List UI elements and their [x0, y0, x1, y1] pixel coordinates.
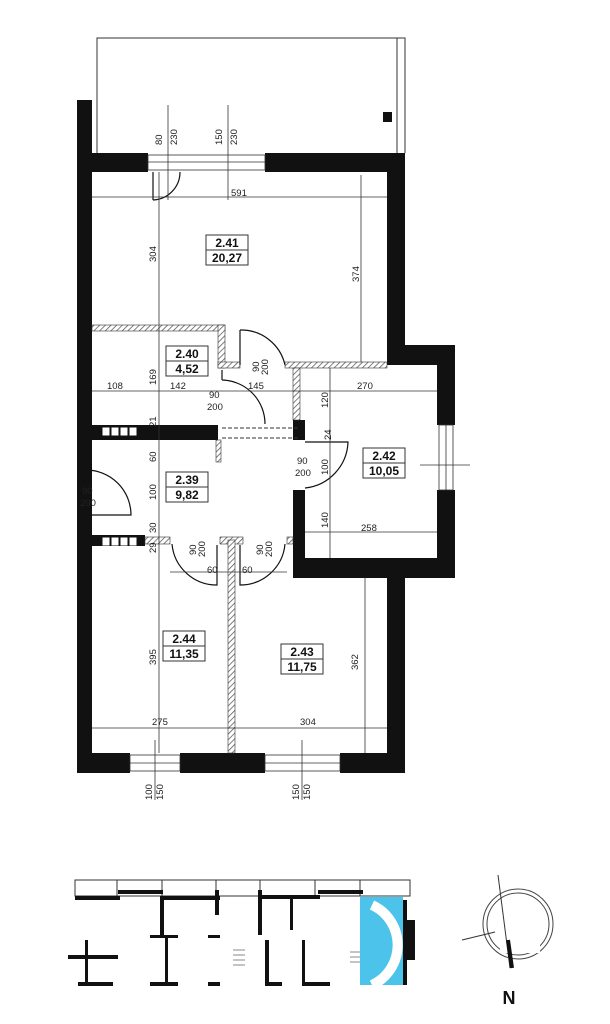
dim-text: 90 — [82, 486, 93, 497]
dim-text: 169 — [148, 369, 159, 385]
dim-text: 100 — [320, 459, 331, 475]
dim-text: 200 — [197, 541, 208, 557]
room-area: 10,05 — [369, 464, 399, 478]
dim-text: 90 — [255, 544, 266, 555]
room-number: 2.41 — [215, 236, 239, 250]
dimension-lines — [92, 105, 470, 800]
room-label-2-40: 2.40 4,52 — [165, 345, 209, 377]
room-number: 2.44 — [172, 632, 196, 646]
dimension-labels: 80 230 150 230 591 304 374 169 108 142 1… — [80, 129, 377, 800]
dim-text: 90 — [251, 361, 262, 372]
dim-text: 80 — [154, 134, 165, 145]
room-area: 4,52 — [175, 362, 199, 376]
dim-text: 120 — [320, 392, 331, 408]
dim-text: 150 — [291, 784, 302, 800]
room-label-2-41: 2.41 20,27 — [205, 234, 249, 266]
room-label-2-42: 2.42 10,05 — [362, 447, 406, 479]
dim-text: 142 — [170, 381, 186, 392]
key-plan — [68, 879, 415, 990]
dim-text: 140 — [320, 512, 331, 528]
dim-text: 304 — [148, 246, 159, 262]
room-number: 2.42 — [372, 449, 396, 463]
dim-text: 108 — [107, 381, 123, 392]
room-label-2-44: 2.44 11,35 — [162, 630, 206, 662]
dim-text: 90 — [209, 390, 220, 401]
doors — [85, 171, 349, 586]
dim-text: 395 — [148, 649, 159, 665]
room-number: 2.40 — [175, 347, 199, 361]
dim-text: 60 — [207, 565, 218, 576]
north-arrow-compass: N — [461, 874, 554, 1008]
dim-text: 591 — [231, 188, 247, 199]
dim-text: 230 — [229, 129, 240, 145]
dim-text: 90 — [297, 456, 308, 467]
dim-text: 100 — [148, 484, 159, 500]
dim-text: 24 — [323, 429, 334, 440]
dim-text: 60 — [148, 451, 159, 462]
dim-text: 145 — [248, 381, 264, 392]
dim-text: 362 — [350, 654, 361, 670]
dim-text: 374 — [351, 266, 362, 282]
dim-text: 200 — [295, 468, 311, 479]
dim-text: 100 — [144, 784, 155, 800]
balcony — [96, 37, 406, 153]
dim-text: 200 — [264, 541, 275, 557]
ventilation-shafts — [102, 427, 137, 546]
room-area: 20,27 — [212, 251, 242, 265]
room-label-2-43: 2.43 11,75 — [280, 643, 324, 675]
dim-text: 200 — [207, 402, 223, 413]
dim-text: 258 — [361, 523, 377, 534]
dim-text: 30 — [148, 522, 159, 533]
dim-text: 60 — [242, 565, 253, 576]
dim-text: 275 — [152, 717, 168, 728]
dim-text: 304 — [300, 717, 316, 728]
dim-text: 90 — [188, 544, 199, 555]
dim-text: 150 — [302, 784, 313, 800]
room-label-2-39: 2.39 9,82 — [165, 471, 209, 503]
dim-text: 21 — [148, 416, 159, 427]
north-label: N — [503, 988, 516, 1008]
dim-text: 230 — [169, 129, 180, 145]
dim-text: 270 — [357, 381, 373, 392]
exterior-walls — [77, 100, 455, 773]
room-number: 2.43 — [290, 645, 314, 659]
room-area: 11,35 — [169, 647, 199, 661]
room-number: 2.39 — [175, 473, 199, 487]
room-area: 9,82 — [175, 488, 199, 502]
dim-text: 200 — [80, 498, 96, 509]
dim-text: 150 — [214, 129, 225, 145]
dim-text: 150 — [155, 784, 166, 800]
dim-text: 200 — [260, 359, 271, 375]
dim-text: 29 — [148, 542, 159, 553]
room-area: 11,75 — [287, 660, 317, 674]
